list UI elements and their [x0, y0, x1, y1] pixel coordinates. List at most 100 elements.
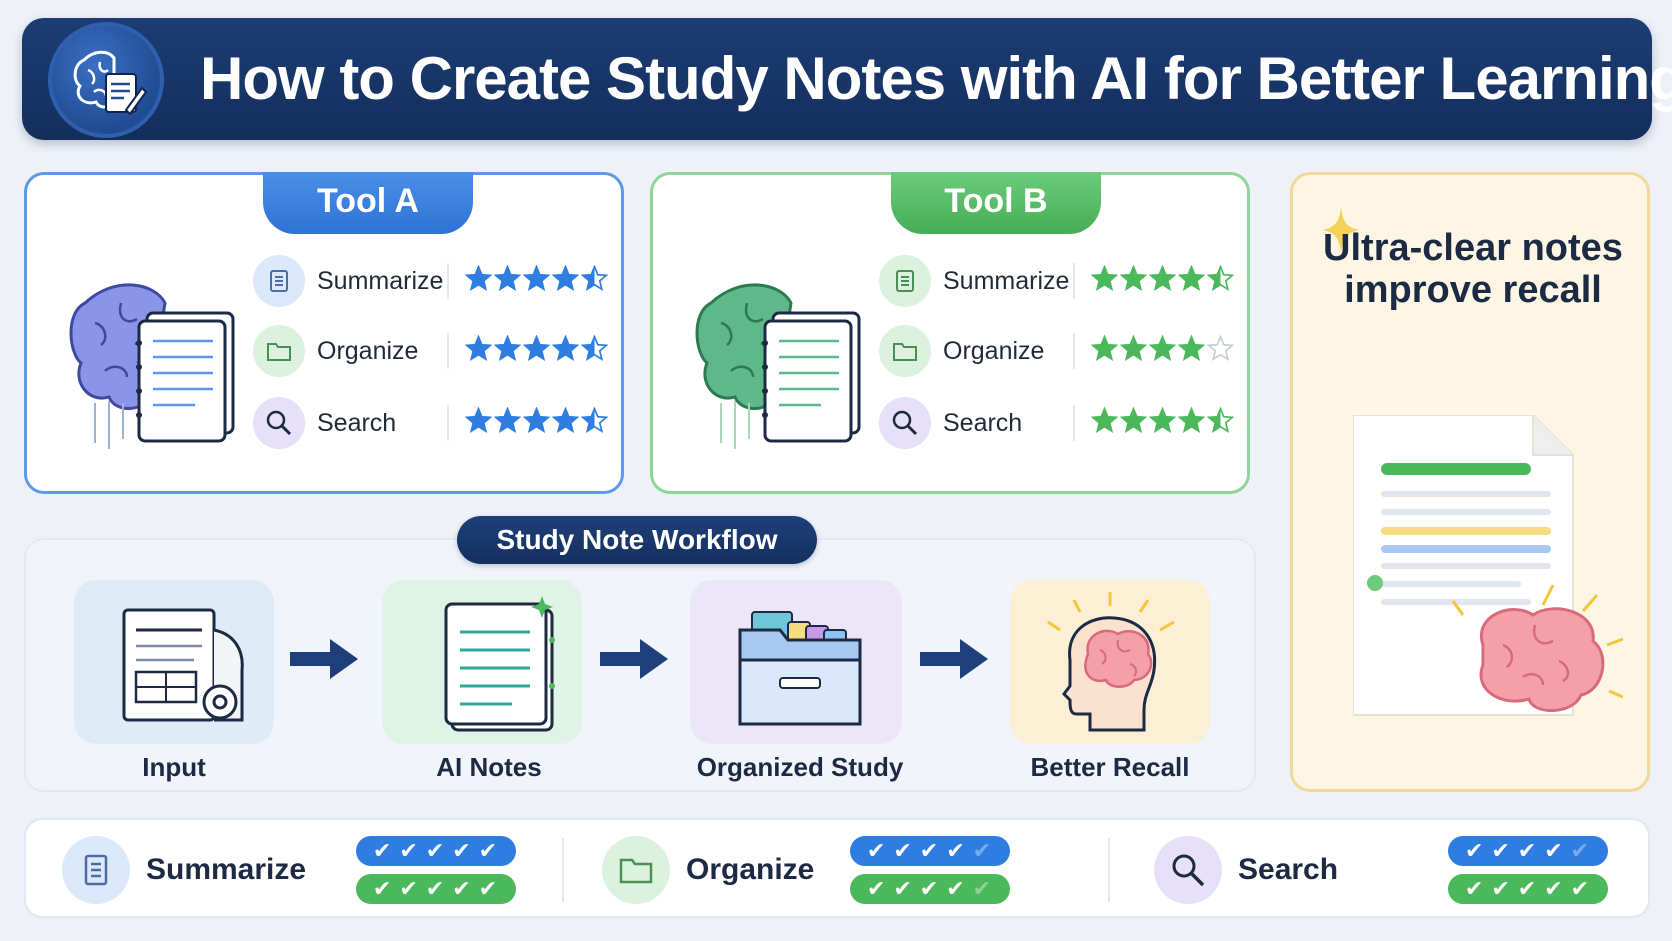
check-icon: ✔: [1491, 838, 1512, 863]
check-icon: ✔: [425, 838, 447, 863]
check-icon: ✔: [1544, 876, 1565, 901]
check-icon: ✔: [1517, 838, 1539, 863]
search-icon: [1154, 836, 1222, 904]
brain-notes-icon: [48, 22, 164, 138]
star-full-icon: [1091, 265, 1118, 291]
star-full-icon: [494, 335, 521, 361]
check-icon: ✔: [372, 838, 394, 863]
star-full-icon: [465, 265, 492, 291]
star-full-icon: [1120, 265, 1147, 291]
document-icon: [253, 255, 305, 307]
header-banner: How to Create Study Notes with AI for Be…: [22, 18, 1672, 140]
star-full-icon: [494, 407, 521, 433]
comparison-item-search: Search ✔✔✔✔✔ ✔✔✔✔✔: [1118, 820, 1638, 920]
check-icon: ✔: [1464, 876, 1486, 901]
divider: [1073, 263, 1075, 299]
tool-b-feature-organize: Organize: [879, 325, 1239, 377]
document-brain-icon: [1352, 414, 1624, 760]
check-icon: ✔: [478, 838, 500, 863]
arrow-right-icon: [598, 635, 670, 688]
check-icon: ✔: [946, 876, 967, 901]
workflow-step-label: Input: [142, 752, 206, 782]
feature-label: Search: [317, 409, 397, 437]
comparison-item-organize: Organize ✔✔✔✔✔ ✔✔✔✔✔: [566, 820, 1086, 920]
feature-label: Search: [943, 409, 1023, 437]
star-full-icon: [1149, 265, 1176, 291]
star-half-icon: [1207, 265, 1234, 291]
star-half-icon: [581, 335, 608, 361]
tip-card: Ultra-clear notes improve recall: [1290, 172, 1650, 792]
star-full-icon: [1178, 407, 1205, 433]
workflow-step-better-recall: [1010, 580, 1210, 744]
check-icon: ✔: [1464, 838, 1486, 863]
star-full-icon: [1091, 335, 1118, 361]
comparison-label: Organize: [686, 853, 815, 886]
workflow-step-ai-notes: [382, 580, 582, 744]
comparison-label: Summarize: [146, 853, 307, 886]
tool-b-feature-summarize: Summarize: [879, 255, 1239, 307]
tool-a-tab: Tool A: [263, 172, 473, 234]
check-bars: ✔✔✔✔✔ ✔✔✔✔✔: [1448, 836, 1608, 912]
divider: [1108, 838, 1110, 902]
star-rating: [1091, 335, 1234, 367]
check-empty-icon: ✔: [972, 876, 994, 901]
folder-icon: [253, 325, 305, 377]
workflow-step-label: AI Notes: [436, 752, 542, 782]
check-icon: ✔: [1517, 876, 1539, 901]
tool-a-feature-search: Search: [253, 397, 613, 449]
check-bars: ✔✔✔✔✔ ✔✔✔✔✔: [356, 836, 516, 912]
check-icon: ✔: [866, 876, 888, 901]
star-full-icon: [1178, 335, 1205, 361]
check-icon: ✔: [372, 876, 394, 901]
divider: [447, 333, 449, 369]
check-empty-icon: ✔: [972, 838, 994, 863]
workflow-title: Study Note Workflow: [457, 516, 817, 564]
tip-text: Ultra-clear notes improve recall: [1323, 227, 1623, 311]
file-folder-icon: [738, 611, 862, 726]
page-title: How to Create Study Notes with AI for Be…: [200, 45, 1672, 112]
divider: [1073, 405, 1075, 441]
comparison-label: Search: [1238, 853, 1339, 886]
tool-a-feature-organize: Organize: [253, 325, 613, 377]
divider: [447, 405, 449, 441]
star-rating: [465, 265, 608, 297]
folder-icon: [602, 836, 670, 904]
check-icon: ✔: [893, 838, 914, 863]
star-half-icon: [581, 407, 608, 433]
star-full-icon: [523, 407, 550, 433]
check-icon: ✔: [919, 838, 941, 863]
check-icon: ✔: [425, 876, 447, 901]
tool-b-card: Tool B Summarize Organize: [650, 172, 1250, 494]
star-full-icon: [465, 335, 492, 361]
workflow-step-label: Organized Study: [696, 752, 904, 782]
feature-label: Organize: [943, 337, 1045, 365]
check-icon: ✔: [1570, 876, 1592, 901]
check-icon: ✔: [452, 838, 473, 863]
tool-b-check-bar: ✔✔✔✔✔: [1448, 874, 1608, 904]
folder-icon: [879, 325, 931, 377]
workflow-step-organized-study: [690, 580, 902, 744]
tool-a-card: Tool A Summarize Organize: [24, 172, 624, 494]
workflow-step-label: Better Recall: [1030, 752, 1190, 782]
notes-icon: [444, 596, 555, 732]
star-rating: [465, 335, 608, 367]
check-icon: ✔: [919, 876, 941, 901]
check-icon: ✔: [452, 876, 473, 901]
scanned-document-icon: [122, 608, 244, 722]
brain-notes-illustration-icon: [65, 263, 245, 468]
star-full-icon: [1120, 407, 1147, 433]
brain-notes-illustration-icon: [691, 263, 871, 468]
head-brain-icon: [1047, 592, 1175, 732]
star-half-icon: [1207, 407, 1234, 433]
star-full-icon: [552, 265, 579, 291]
star-full-icon: [465, 407, 492, 433]
star-full-icon: [494, 265, 521, 291]
check-icon: ✔: [893, 876, 914, 901]
tool-b-check-bar: ✔✔✔✔✔: [356, 874, 516, 904]
check-icon: ✔: [399, 876, 420, 901]
star-full-icon: [1149, 407, 1176, 433]
star-full-icon: [1091, 407, 1118, 433]
star-full-icon: [1178, 265, 1205, 291]
divider: [447, 263, 449, 299]
star-full-icon: [1120, 335, 1147, 361]
